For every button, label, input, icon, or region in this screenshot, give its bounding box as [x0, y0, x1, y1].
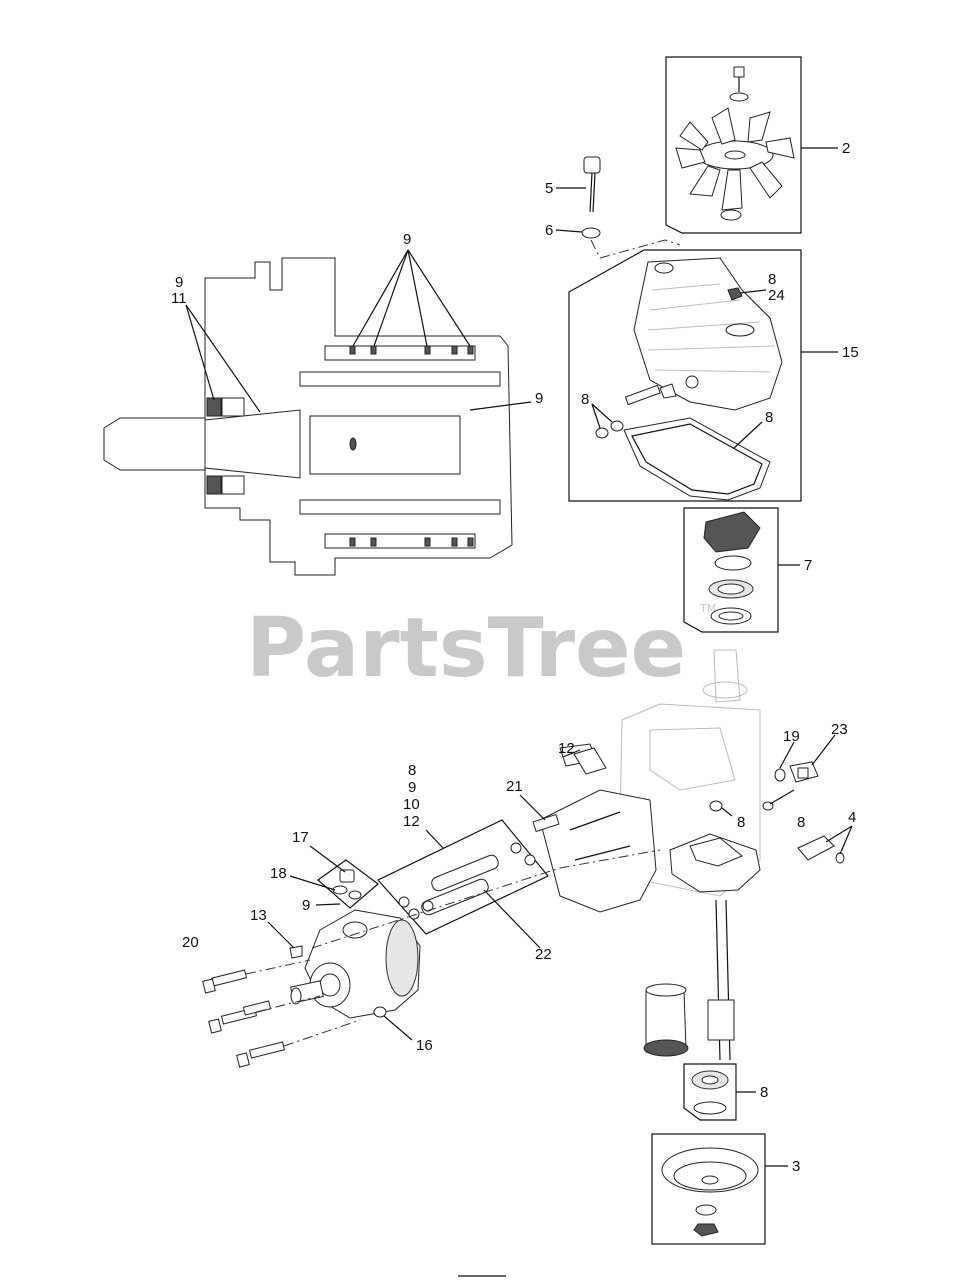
- callout-3[interactable]: 3: [792, 1158, 800, 1175]
- callout-11[interactable]: 11: [171, 290, 187, 307]
- leader-12-top: [562, 749, 581, 758]
- leader-18: [289, 875, 336, 891]
- housing-gasket: [623, 417, 771, 501]
- callout-22[interactable]: 22: [535, 946, 552, 963]
- piston-b: [421, 878, 489, 916]
- lower-bearing-kit[interactable]: [683, 1063, 756, 1121]
- leader-23: [811, 734, 836, 766]
- pulley-washer: [695, 1204, 717, 1216]
- swashplate: [703, 511, 761, 553]
- leader-8-24: [739, 289, 767, 294]
- leader-22: [483, 889, 541, 949]
- callout-17[interactable]: 17: [292, 829, 309, 846]
- dowel-pin: [532, 813, 560, 833]
- lower-bearing-box: [683, 1063, 737, 1121]
- leader-8-right: [769, 789, 795, 805]
- fitting-o-ring: [774, 768, 786, 782]
- key: [289, 945, 303, 959]
- bypass-rod: [624, 384, 661, 406]
- callout-19[interactable]: 19: [783, 728, 800, 745]
- fan-assembly[interactable]: [665, 56, 838, 234]
- callout-20[interactable]: 20: [182, 934, 199, 951]
- callout-12-kit[interactable]: 12: [403, 813, 420, 830]
- pulley-nut: [693, 1223, 719, 1237]
- piston-a: [431, 854, 499, 892]
- callout-8-orings[interactable]: 8: [581, 391, 589, 408]
- callout-9-top[interactable]: 9: [403, 231, 411, 248]
- o-ring-a: [595, 427, 609, 439]
- fan-washer: [729, 92, 749, 102]
- leader-8-gasket: [733, 421, 763, 449]
- center-section[interactable]: [539, 789, 761, 1061]
- dipstick-assembly[interactable]: [555, 156, 681, 259]
- bearing-assembly[interactable]: [683, 507, 800, 633]
- callout-24[interactable]: 24: [768, 287, 785, 304]
- pump-shaft-spline: [707, 999, 735, 1041]
- callout-18[interactable]: 18: [270, 865, 287, 882]
- check-valve-area[interactable]: [519, 743, 607, 833]
- leader-17: [309, 845, 346, 873]
- watermark-text: PartsTree: [246, 601, 686, 696]
- leader-kit: [425, 829, 444, 849]
- fan-spacer: [720, 209, 742, 221]
- leader-9-11: [185, 304, 215, 401]
- bearing-box: [683, 507, 779, 633]
- axle-shaft: [103, 417, 206, 471]
- leader-13: [267, 921, 295, 949]
- callout-9-left[interactable]: 9: [175, 274, 183, 291]
- leader-16: [383, 1015, 413, 1041]
- fan-bolt: [733, 66, 745, 78]
- pulley-assembly[interactable]: [651, 1133, 788, 1245]
- callout-8-lower[interactable]: 8: [760, 1084, 768, 1101]
- callout-8-kit[interactable]: 8: [408, 762, 416, 779]
- leader-19: [779, 741, 795, 769]
- o-ring-b: [610, 420, 624, 432]
- piston-kit[interactable]: [377, 819, 549, 949]
- leader-21: [519, 794, 546, 821]
- callout-8-top[interactable]: 8: [768, 271, 776, 288]
- control-arm: [797, 835, 835, 861]
- callout-23[interactable]: 23: [831, 721, 848, 738]
- retaining-ring: [693, 1101, 727, 1115]
- thrust-washer: [714, 555, 752, 571]
- callout-6[interactable]: 6: [545, 222, 553, 239]
- callout-15[interactable]: 15: [842, 344, 859, 361]
- dipstick-cap: [583, 156, 601, 174]
- callout-4[interactable]: 4: [848, 809, 856, 826]
- callout-9-right[interactable]: 9: [535, 390, 543, 407]
- leader-8-center: [721, 807, 733, 817]
- callout-2[interactable]: 2: [842, 140, 850, 157]
- fittings-right[interactable]: [709, 734, 853, 864]
- callout-7[interactable]: 7: [804, 557, 812, 574]
- pulley-box: [651, 1133, 766, 1245]
- callout-10[interactable]: 10: [403, 796, 420, 813]
- leader-4: [825, 825, 853, 843]
- housing-assembly[interactable]: [568, 249, 838, 502]
- callout-8-gasket[interactable]: 8: [765, 409, 773, 426]
- relief-kit-box: [317, 859, 379, 909]
- callout-8-center[interactable]: 8: [737, 814, 745, 831]
- watermark-trademark: TM: [699, 602, 716, 615]
- leader-9-right: [469, 401, 532, 411]
- cross-section-view[interactable]: [103, 249, 532, 576]
- fan-box: [665, 56, 802, 234]
- leader-9-kit: [315, 903, 341, 906]
- callout-5[interactable]: 5: [545, 180, 553, 197]
- callout-8-right[interactable]: 8: [797, 814, 805, 831]
- callout-13[interactable]: 13: [250, 907, 267, 924]
- dipstick-seal: [581, 227, 601, 239]
- callout-9-relief[interactable]: 9: [302, 897, 310, 914]
- callout-21[interactable]: 21: [506, 778, 523, 795]
- callout-9-kit[interactable]: 9: [408, 779, 416, 796]
- leader-6: [555, 229, 583, 233]
- callout-16[interactable]: 16: [416, 1037, 433, 1054]
- housing-box: [568, 249, 802, 502]
- mounting-bolts[interactable]: [202, 959, 361, 1068]
- callout-12-top[interactable]: 12: [558, 740, 575, 757]
- relief-valve-kit[interactable]: [289, 845, 379, 909]
- center-block: [539, 789, 657, 913]
- leader-9-a: [352, 249, 409, 347]
